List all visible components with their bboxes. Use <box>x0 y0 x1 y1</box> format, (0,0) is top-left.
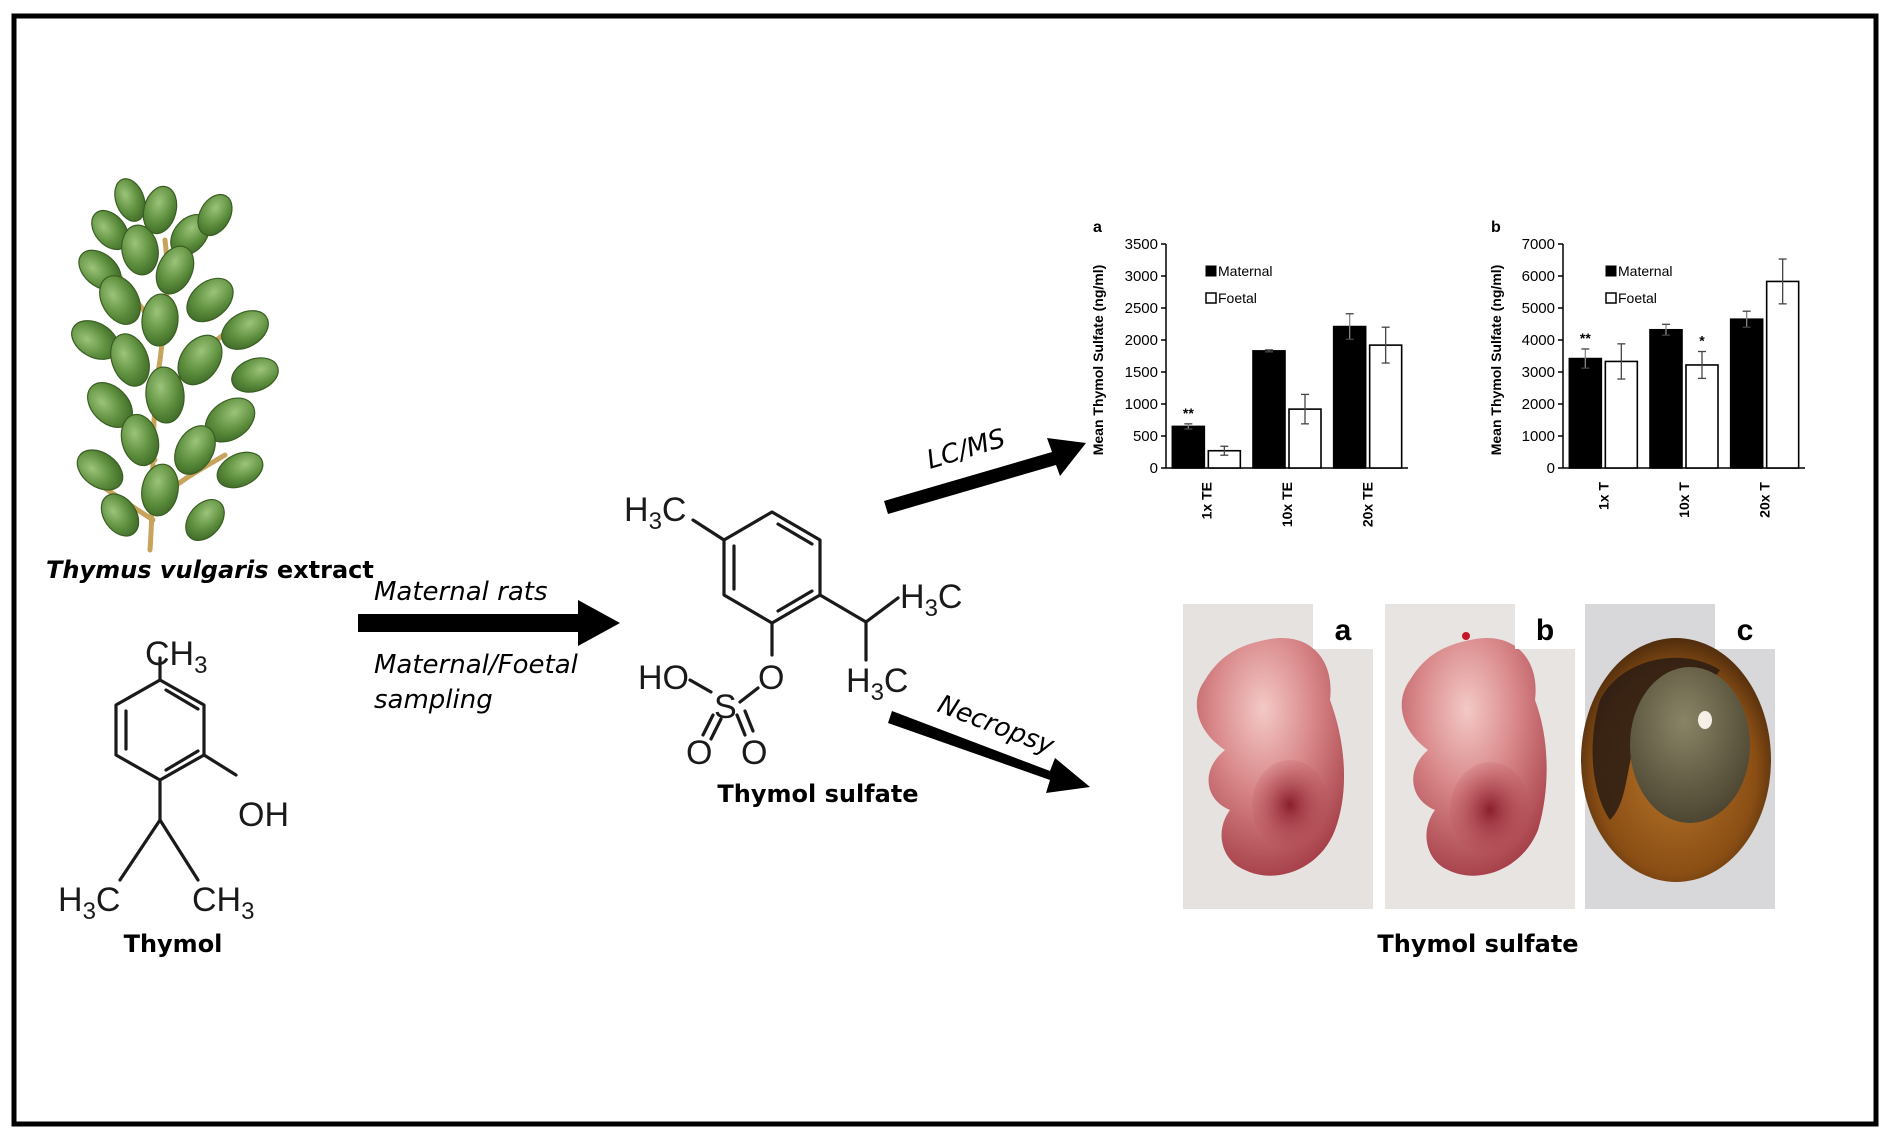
thymol-ch3-top: CH3 <box>145 635 207 679</box>
chart-b-category-label-2: 20x T <box>1757 482 1773 518</box>
chart-b-significance-1: * <box>1699 333 1705 349</box>
chart-b-bar-maternal-0 <box>1568 357 1603 469</box>
chart-a-category-label-1: 10x TE <box>1279 482 1295 527</box>
chart-b-significance-0: ** <box>1580 330 1591 346</box>
chart-b: b Mean Thymol Sulfate (ng/ml) 0 1000 2000 3… <box>1488 219 1805 518</box>
thymol-structure: CH3 OH H3C CH3 <box>58 635 289 925</box>
photo-a-letter: a <box>1335 614 1352 647</box>
thyme-plant-image <box>71 178 279 553</box>
plant-caption-species: Thymus vulgaris <box>46 556 269 584</box>
sulfate-h3c-right-top: H3C <box>900 578 962 622</box>
chart-b-ytick-label-7: 7000 <box>1522 236 1555 253</box>
chart-b-ylabel: Mean Thymol Sulfate (ng/ml) <box>1488 265 1504 456</box>
thymol-ch3-right: CH3 <box>192 881 254 925</box>
chart-a-bar-maternal-1 <box>1252 350 1286 469</box>
photo-c-letter: c <box>1737 614 1754 647</box>
chart-b-legend: Maternal Foetal <box>1605 263 1672 306</box>
chart-b-bar-maternal-2 <box>1729 318 1764 469</box>
chart-b-legend-foetal-swatch <box>1605 292 1617 304</box>
chart-a-ytick-label-4: 2000 <box>1125 332 1158 349</box>
chart-b-legend-maternal: Maternal <box>1618 263 1672 279</box>
chart-a: a Mean Thymol Sulfate (ng/ml) 0 500 1000 15… <box>1090 219 1408 527</box>
chart-b-legend-maternal-swatch <box>1605 265 1617 277</box>
chart-b-ytick-label-1: 1000 <box>1522 428 1555 445</box>
chart-b-category-label-0: 1x T <box>1595 482 1611 510</box>
plant-caption: Thymus vulgaris extract <box>46 556 374 584</box>
chart-a-bar-maternal-2 <box>1332 325 1367 469</box>
lcms-label: LC/MS <box>923 424 1009 476</box>
chart-a-category-label-0: 1x TE <box>1198 482 1214 519</box>
photo-a: a <box>1183 604 1373 909</box>
chart-a-category-label-2: 20x TE <box>1360 482 1376 527</box>
chart-b-legend-foetal: Foetal <box>1618 290 1657 306</box>
chart-b-bar-maternal-1 <box>1649 328 1683 469</box>
chart-a-legend-foetal-swatch <box>1205 292 1217 304</box>
chart-a-legend-foetal: Foetal <box>1218 290 1257 306</box>
chart-a-ytick-label-7: 3500 <box>1125 236 1158 253</box>
arrow-label-maternal-rats: Maternal rats <box>374 577 548 607</box>
chart-a-panel-label: a <box>1093 219 1102 236</box>
thymol-oh: OH <box>238 796 289 834</box>
chart-b-ytick-label-4: 4000 <box>1522 332 1555 349</box>
sulfate-caption: Thymol sulfate <box>717 780 918 808</box>
chart-a-ytick-label-3: 1500 <box>1125 364 1158 381</box>
main-arrow <box>358 600 620 646</box>
chart-b-ytick-label-2: 2000 <box>1522 396 1555 413</box>
chart-a-ylabel: Mean Thymol Sulfate (ng/ml) <box>1090 265 1106 456</box>
chart-a-significance-0: ** <box>1183 405 1194 421</box>
lcms-arrow <box>884 438 1086 514</box>
chart-b-ytick-label-3: 3000 <box>1522 364 1555 381</box>
thymol-sulfate-structure: H3C H3C H3C O HO S O O <box>624 491 962 772</box>
photo-b: b <box>1385 604 1575 909</box>
sulfate-o-right: O <box>741 734 767 772</box>
chart-b-ytick-label-0: 0 <box>1547 460 1555 477</box>
arrow-label-sampling-line1: Maternal/Foetal <box>374 650 579 680</box>
photo-c: c <box>1581 604 1775 909</box>
chart-a-ytick-label-0: 0 <box>1150 460 1158 477</box>
arrow-label-sampling-line2: sampling <box>374 685 493 715</box>
plant-caption-extract: extract <box>269 556 374 584</box>
thymol-h3c-left: H3C <box>58 881 120 925</box>
chart-a-bar-foetal-2 <box>1368 344 1403 469</box>
chart-a-ytick-label-5: 2500 <box>1125 300 1158 317</box>
sulfate-s: S <box>714 688 737 726</box>
sulfate-ho: HO <box>638 659 689 697</box>
chart-a-legend-maternal-swatch <box>1205 265 1217 277</box>
chart-b-bar-foetal-1 <box>1685 364 1719 469</box>
chart-b-panel-label: b <box>1491 219 1501 236</box>
photo-b-letter: b <box>1536 614 1554 647</box>
thymol-caption: Thymol <box>124 930 223 958</box>
chart-a-bar-maternal-0 <box>1171 425 1206 469</box>
chart-a-legend: Maternal Foetal <box>1205 263 1272 306</box>
chart-a-ytick-label-2: 1000 <box>1125 396 1158 413</box>
chart-b-ytick-label-5: 5000 <box>1522 300 1555 317</box>
outer-frame <box>11 13 1879 1127</box>
chart-b-category-label-1: 10x T <box>1676 482 1692 518</box>
chart-b-bar-foetal-2 <box>1765 280 1800 469</box>
sulfate-h3c-right-bottom: H3C <box>846 662 908 706</box>
chart-b-ytick-label-6: 6000 <box>1522 268 1555 285</box>
chart-a-ytick-label-1: 500 <box>1133 428 1158 445</box>
sulfate-o-left: O <box>686 734 712 772</box>
chart-a-legend-maternal: Maternal <box>1218 263 1272 279</box>
chart-a-ytick-label-6: 3000 <box>1125 268 1158 285</box>
photos-caption: Thymol sulfate <box>1377 930 1578 958</box>
sulfate-h3c-top: H3C <box>624 491 686 535</box>
necropsy-arrow <box>888 711 1090 793</box>
sulfate-o-link: O <box>758 659 784 697</box>
